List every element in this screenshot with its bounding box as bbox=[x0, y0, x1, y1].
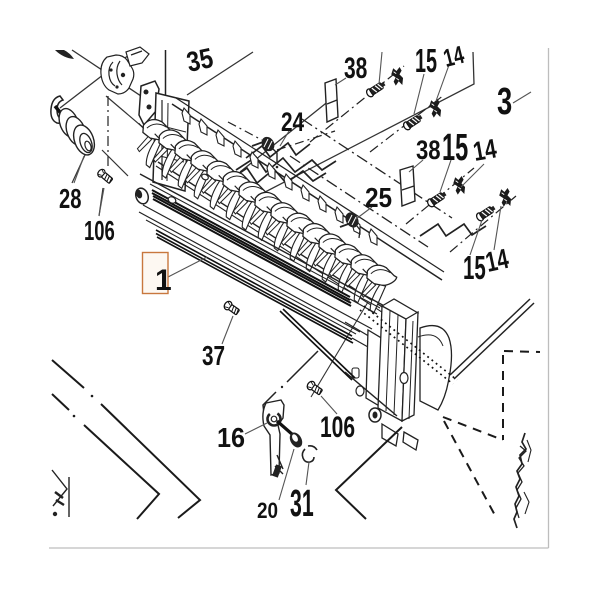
svg-text:3: 3 bbox=[497, 81, 512, 123]
svg-text:106: 106 bbox=[320, 412, 355, 444]
svg-text:38: 38 bbox=[416, 136, 441, 166]
svg-text:16: 16 bbox=[217, 422, 245, 454]
svg-text:37: 37 bbox=[202, 341, 225, 372]
svg-text:25: 25 bbox=[365, 181, 392, 213]
svg-text:15: 15 bbox=[415, 42, 437, 80]
svg-text:1: 1 bbox=[155, 264, 172, 297]
svg-text:28: 28 bbox=[59, 184, 81, 215]
svg-text:15: 15 bbox=[442, 125, 468, 168]
svg-text:24: 24 bbox=[281, 107, 305, 137]
svg-text:106: 106 bbox=[84, 216, 115, 247]
svg-text:35: 35 bbox=[184, 43, 216, 78]
svg-text:38: 38 bbox=[344, 53, 367, 85]
svg-text:20: 20 bbox=[257, 499, 278, 524]
svg-text:31: 31 bbox=[290, 481, 314, 524]
svg-text:15: 15 bbox=[463, 249, 486, 286]
